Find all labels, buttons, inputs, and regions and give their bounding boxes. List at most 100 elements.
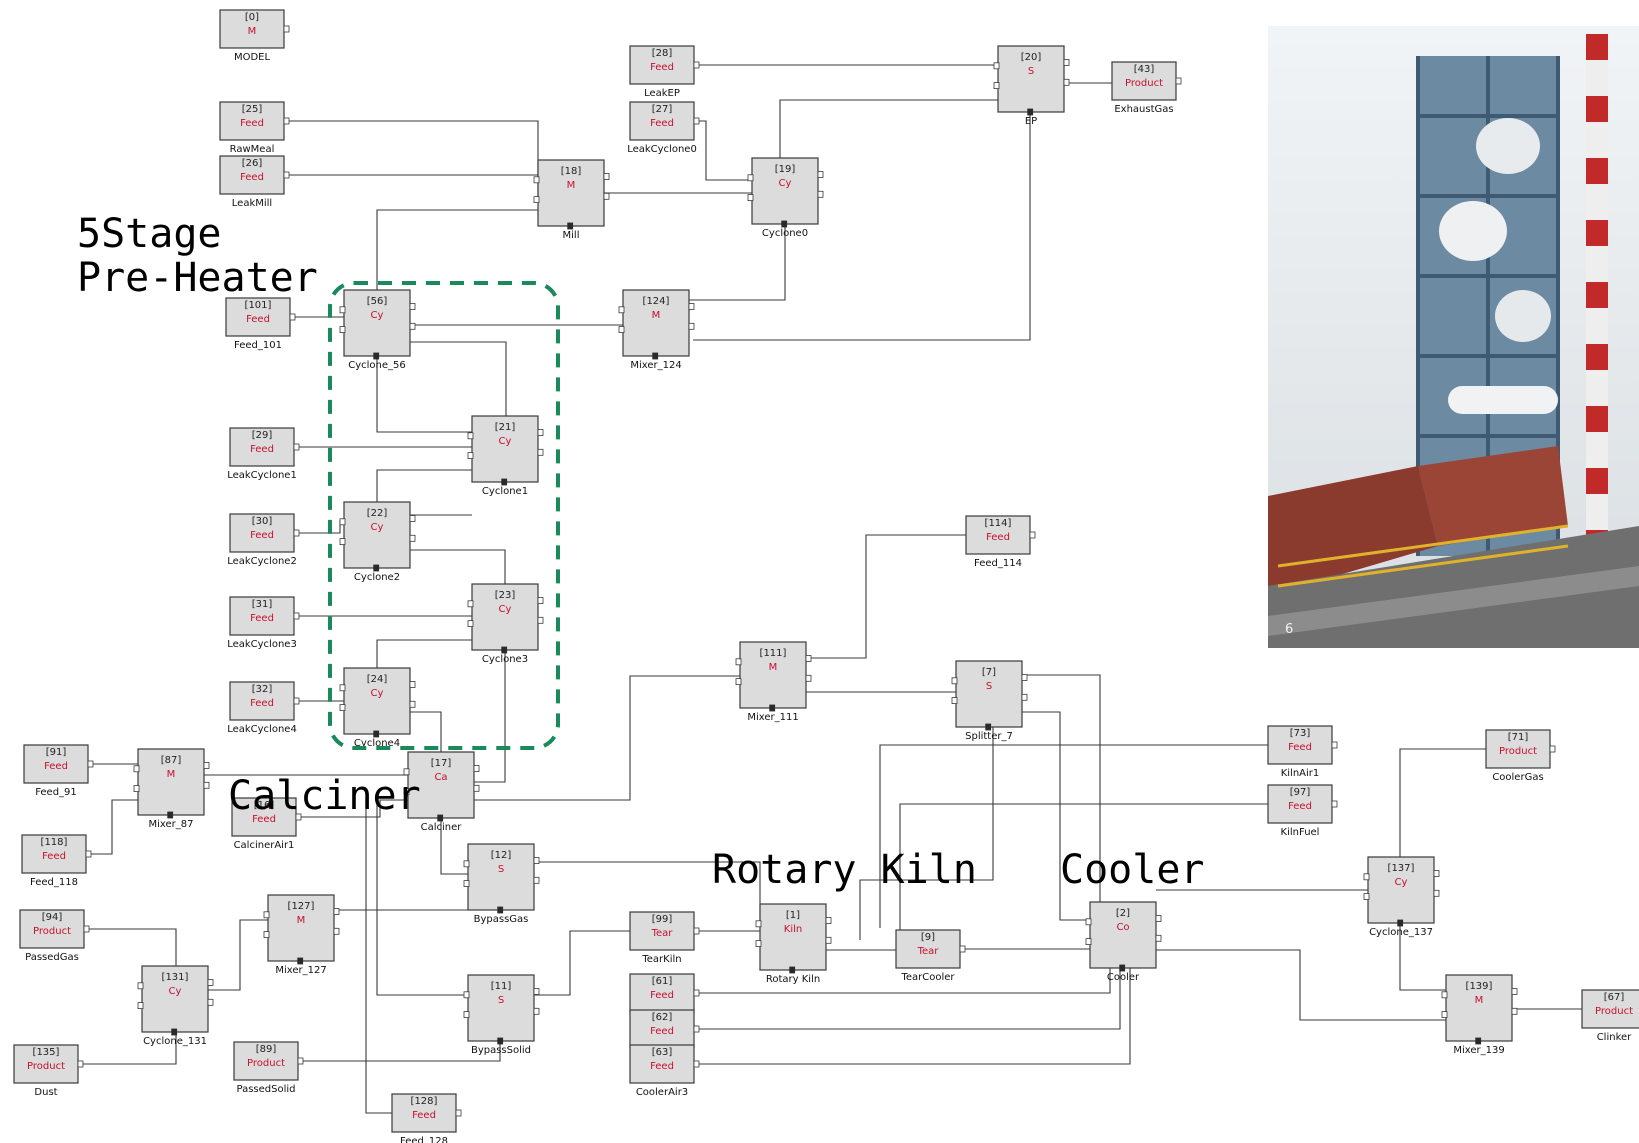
block-port[interactable]: [294, 530, 299, 536]
block-port[interactable]: [340, 307, 345, 313]
block-port[interactable]: [468, 601, 473, 607]
block-port[interactable]: [138, 1003, 143, 1009]
block-port[interactable]: [464, 992, 469, 998]
block-port[interactable]: [538, 598, 543, 604]
block-port[interactable]: [689, 323, 694, 329]
block-port[interactable]: [498, 907, 503, 913]
block-port[interactable]: [498, 1038, 503, 1044]
block-port[interactable]: [204, 782, 209, 788]
block-port[interactable]: [204, 763, 209, 769]
block-port[interactable]: [782, 221, 787, 227]
block-port[interactable]: [298, 958, 303, 964]
block-port[interactable]: [694, 62, 699, 68]
block-port[interactable]: [1022, 675, 1027, 681]
block-port[interactable]: [1364, 874, 1369, 880]
block-port[interactable]: [538, 449, 543, 455]
block-port[interactable]: [826, 918, 831, 924]
block-b101[interactable]: [101]FeedFeed_101: [226, 298, 295, 351]
block-b9[interactable]: [9]TearTearCooler: [896, 930, 965, 983]
block-port[interactable]: [1176, 78, 1181, 84]
block-port[interactable]: [474, 766, 479, 772]
block-port[interactable]: [334, 928, 339, 934]
block-port[interactable]: [464, 1012, 469, 1018]
block-port[interactable]: [1086, 919, 1091, 925]
block-port[interactable]: [736, 659, 741, 665]
block-port[interactable]: [502, 647, 507, 653]
block-b56[interactable]: [56]CyCyclone_56: [340, 290, 415, 371]
block-port[interactable]: [340, 705, 345, 711]
block-port[interactable]: [1476, 1038, 1481, 1044]
block-port[interactable]: [1028, 109, 1033, 115]
block-port[interactable]: [534, 877, 539, 883]
block-port[interactable]: [1550, 746, 1555, 752]
block-port[interactable]: [1442, 992, 1447, 998]
block-port[interactable]: [619, 307, 624, 313]
block-port[interactable]: [374, 731, 379, 737]
block-port[interactable]: [86, 851, 91, 857]
block-port[interactable]: [410, 535, 415, 541]
block-port[interactable]: [994, 63, 999, 69]
block-port[interactable]: [1434, 871, 1439, 877]
block-port[interactable]: [756, 921, 761, 927]
block-port[interactable]: [464, 881, 469, 887]
block-port[interactable]: [1332, 801, 1337, 807]
block-port[interactable]: [78, 1061, 83, 1067]
block-port[interactable]: [208, 980, 213, 986]
block-port[interactable]: [294, 613, 299, 619]
block-port[interactable]: [1332, 742, 1337, 748]
block-port[interactable]: [138, 983, 143, 989]
block-port[interactable]: [456, 1110, 461, 1116]
block-port[interactable]: [534, 989, 539, 995]
block-port[interactable]: [1398, 920, 1403, 926]
block-port[interactable]: [694, 118, 699, 124]
block-port[interactable]: [1022, 694, 1027, 700]
block-port[interactable]: [468, 621, 473, 627]
block-b31[interactable]: [31]FeedLeakCyclone3: [227, 597, 299, 650]
block-port[interactable]: [1156, 935, 1161, 941]
block-port[interactable]: [294, 444, 299, 450]
block-port[interactable]: [994, 83, 999, 89]
block-port[interactable]: [694, 928, 699, 934]
block-port[interactable]: [340, 539, 345, 545]
block-port[interactable]: [340, 685, 345, 691]
block-port[interactable]: [474, 785, 479, 791]
block-port[interactable]: [468, 433, 473, 439]
block-port[interactable]: [694, 1026, 699, 1032]
block-port[interactable]: [1156, 916, 1161, 922]
block-port[interactable]: [952, 698, 957, 704]
block-port[interactable]: [818, 172, 823, 178]
block-port[interactable]: [208, 999, 213, 1005]
block-port[interactable]: [264, 932, 269, 938]
block-port[interactable]: [748, 175, 753, 181]
block-port[interactable]: [340, 519, 345, 525]
block-port[interactable]: [538, 430, 543, 436]
block-port[interactable]: [294, 698, 299, 704]
block-port[interactable]: [168, 812, 173, 818]
block-b127[interactable]: [127]MMixer_127: [264, 895, 339, 976]
block-port[interactable]: [410, 516, 415, 522]
block-port[interactable]: [88, 761, 93, 767]
